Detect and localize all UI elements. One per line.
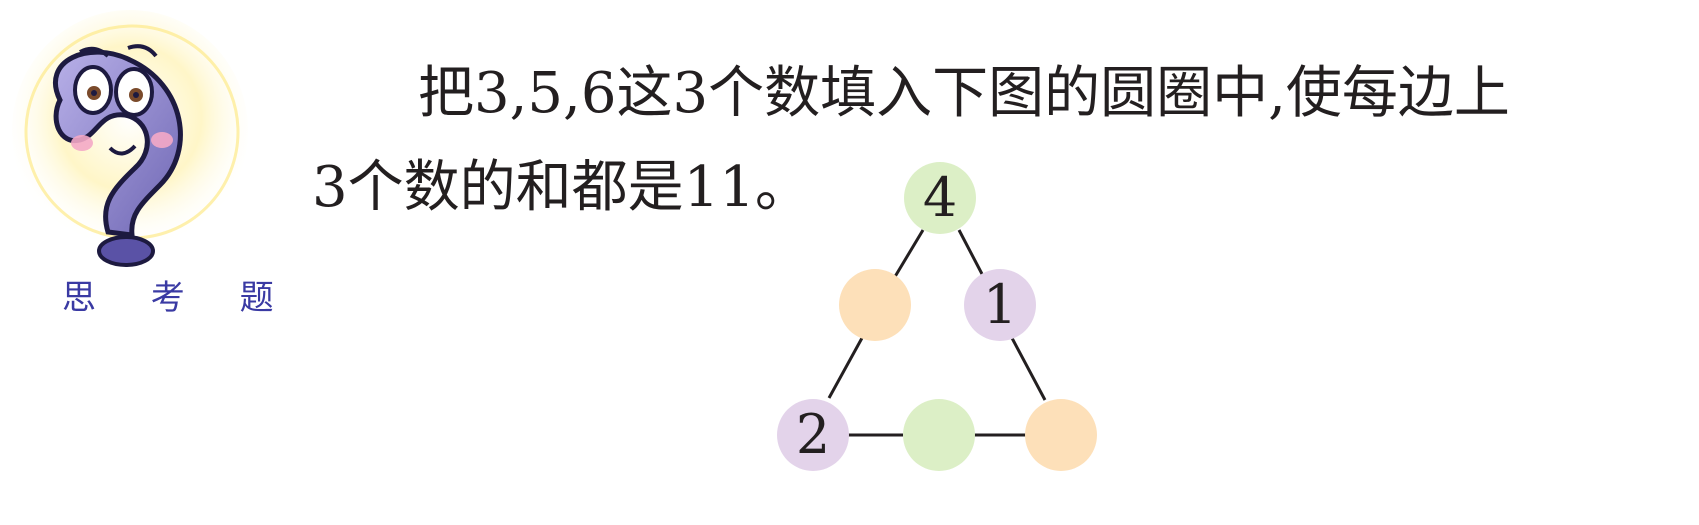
edge-top-left [891,229,925,281]
edge-top-right [957,229,984,275]
circle-right-middle-value: 1 [983,273,1017,336]
edge-right-bottom [1010,337,1047,401]
thinking-question-badge: 思 考 题 [62,278,296,318]
circle-right-middle[interactable] [964,269,1036,341]
circle-top[interactable] [904,162,976,234]
circle-bottom-middle[interactable] [903,399,975,471]
question-text-line-2: 3个数的和都是11。 [312,155,811,220]
triangle-diagram: 4 1 2 [760,150,1120,490]
question-mark-mascot-icon [12,10,248,267]
circle-bottom-left[interactable] [777,399,849,471]
question-text-line-1: 把3,5,6这3个数填入下图的圆圈中,使每边上 [418,61,1510,126]
triangle-diagram-svg: 4 1 2 [777,162,1097,471]
circle-left-middle[interactable] [839,269,911,341]
circle-top-value: 4 [923,166,957,229]
circle-bottom-right[interactable] [1025,399,1097,471]
thinking-mascot [0,0,270,340]
circle-bottom-left-value: 2 [796,403,830,466]
edge-left-bottom [827,337,864,399]
